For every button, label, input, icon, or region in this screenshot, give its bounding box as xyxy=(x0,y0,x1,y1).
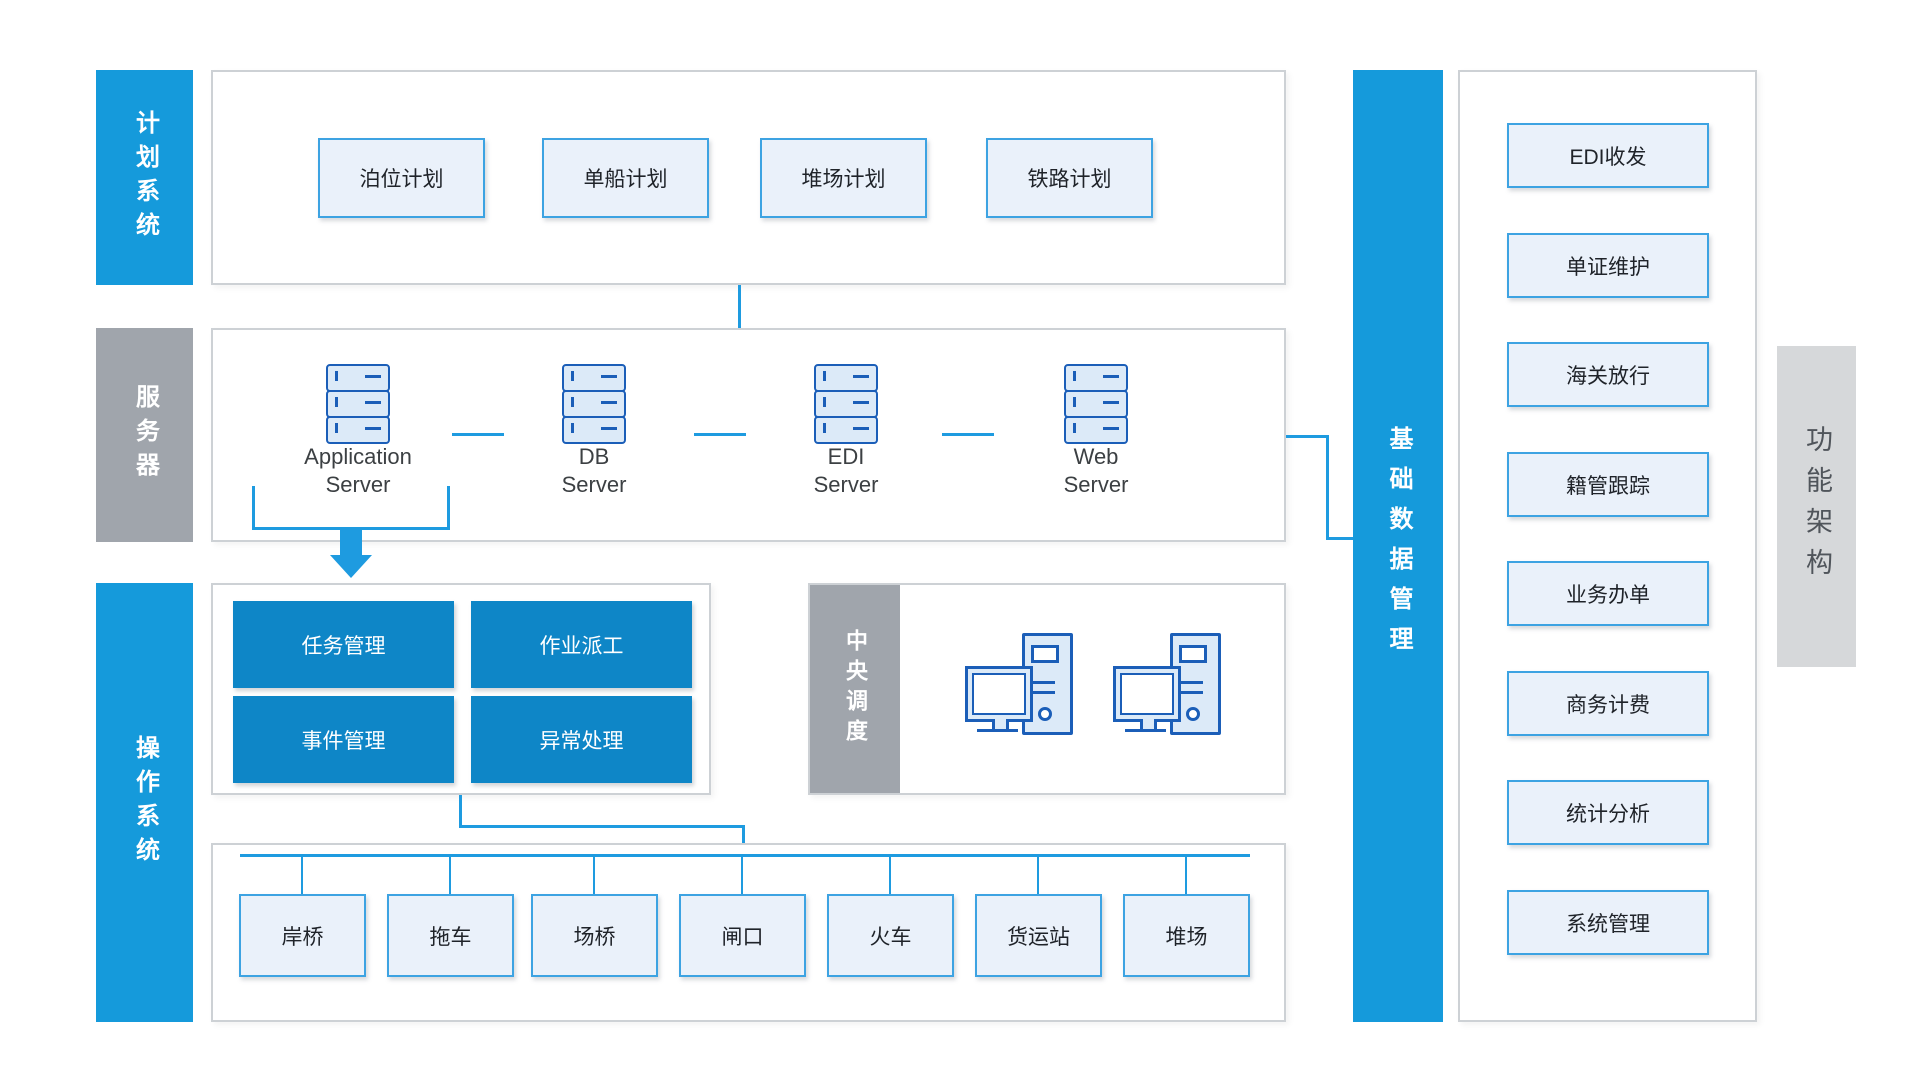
system-management-box: 系统管理 xyxy=(1507,890,1709,955)
equipment-drop-line xyxy=(1185,855,1187,894)
edi-server-group: EDI Server xyxy=(761,364,931,499)
operation-to-bus-connector xyxy=(459,825,745,828)
server-icon xyxy=(326,364,390,444)
server-icon xyxy=(1064,364,1128,444)
operation-system-bar: 操作系统 xyxy=(96,583,193,1022)
vessel-plan-box: 单船计划 xyxy=(542,138,709,218)
application-server-label: Application Server xyxy=(304,444,412,497)
db-server-group: DB Server xyxy=(509,364,679,499)
edi-exchange-box: EDI收发 xyxy=(1507,123,1709,188)
commercial-billing-box: 商务计费 xyxy=(1507,671,1709,736)
document-maintenance-box: 单证维护 xyxy=(1507,233,1709,298)
web-server-group: Web Server xyxy=(1011,364,1181,499)
vessel-plan-label: 单船计划 xyxy=(583,168,668,191)
equipment-drop-line xyxy=(449,855,451,894)
plan-system-bar: 计划系统 xyxy=(96,70,193,285)
exception-handling-box: 异常处理 xyxy=(471,696,692,783)
server-bar: 服务器 xyxy=(96,328,193,542)
application-server-group: Application Server xyxy=(273,364,443,499)
equipment-drop-line xyxy=(1037,855,1039,894)
central-dispatch-label: 中央调度 xyxy=(843,629,868,749)
central-dispatch-bar: 中央调度 xyxy=(810,585,900,793)
equipment-drop-line xyxy=(741,855,743,894)
storage-yard-box: 堆场 xyxy=(1123,894,1250,977)
truck-box: 拖车 xyxy=(387,894,514,977)
freight-station-box: 货运站 xyxy=(975,894,1102,977)
quay-crane-box: 岸桥 xyxy=(239,894,366,977)
container-tracking-box: 籍管跟踪 xyxy=(1507,452,1709,517)
base-data-management-bar: 基础数据管理 xyxy=(1353,70,1443,1022)
server-link-dash xyxy=(452,433,504,436)
customs-release-box: 海关放行 xyxy=(1507,342,1709,407)
berth-plan-label: 泊位计划 xyxy=(359,168,444,191)
yard-crane-box: 场桥 xyxy=(531,894,658,977)
server-to-basedata-connector xyxy=(1326,435,1329,540)
event-management-label: 事件管理 xyxy=(301,729,386,753)
db-server-label: DB Server xyxy=(561,444,627,497)
task-management-box: 任务管理 xyxy=(233,601,454,688)
operation-system-bar-label: 操作系统 xyxy=(131,734,159,871)
job-dispatch-box: 作业派工 xyxy=(471,601,692,688)
yard-plan-box: 堆场计划 xyxy=(760,138,927,218)
yard-plan-label: 堆场计划 xyxy=(801,168,886,191)
equipment-drop-line xyxy=(301,855,303,894)
server-link-dash xyxy=(942,433,994,436)
edi-server-label: EDI Server xyxy=(813,444,879,497)
task-management-label: 任务管理 xyxy=(301,634,386,658)
berth-plan-box: 泊位计划 xyxy=(318,138,485,218)
function-architecture-label: 功能架构 xyxy=(1802,424,1832,589)
server-to-basedata-connector xyxy=(1286,435,1329,438)
plan-system-bar-label: 计划系统 xyxy=(131,109,159,246)
down-arrow-shaft xyxy=(340,529,362,556)
server-icon xyxy=(562,364,626,444)
function-architecture-bar: 功能架构 xyxy=(1777,346,1856,667)
server-to-basedata-connector xyxy=(1326,537,1355,540)
operation-to-bus-connector xyxy=(742,825,745,856)
server-bar-label: 服务器 xyxy=(131,384,159,486)
event-management-box: 事件管理 xyxy=(233,696,454,783)
plan-to-server-connector xyxy=(738,285,741,328)
function-section-frame xyxy=(1458,70,1757,1022)
statistics-analysis-box: 统计分析 xyxy=(1507,780,1709,845)
equipment-drop-line xyxy=(889,855,891,894)
workstation-icon xyxy=(965,633,1073,735)
job-dispatch-label: 作业派工 xyxy=(539,634,624,658)
application-server-bracket xyxy=(252,486,450,530)
rail-plan-box: 铁路计划 xyxy=(986,138,1153,218)
operation-to-bus-connector xyxy=(459,795,462,827)
rail-plan-label: 铁路计划 xyxy=(1027,168,1112,191)
down-arrow-icon xyxy=(330,555,372,578)
business-order-box: 业务办单 xyxy=(1507,561,1709,626)
equipment-drop-line xyxy=(593,855,595,894)
train-box: 火车 xyxy=(827,894,954,977)
equipment-bus-line xyxy=(240,854,1250,857)
workstation-icon xyxy=(1113,633,1221,735)
server-link-dash xyxy=(694,433,746,436)
web-server-label: Web Server xyxy=(1063,444,1129,497)
gate-box: 闸口 xyxy=(679,894,806,977)
exception-handling-label: 异常处理 xyxy=(539,729,624,753)
server-icon xyxy=(814,364,878,444)
base-data-management-label: 基础数据管理 xyxy=(1385,426,1412,666)
